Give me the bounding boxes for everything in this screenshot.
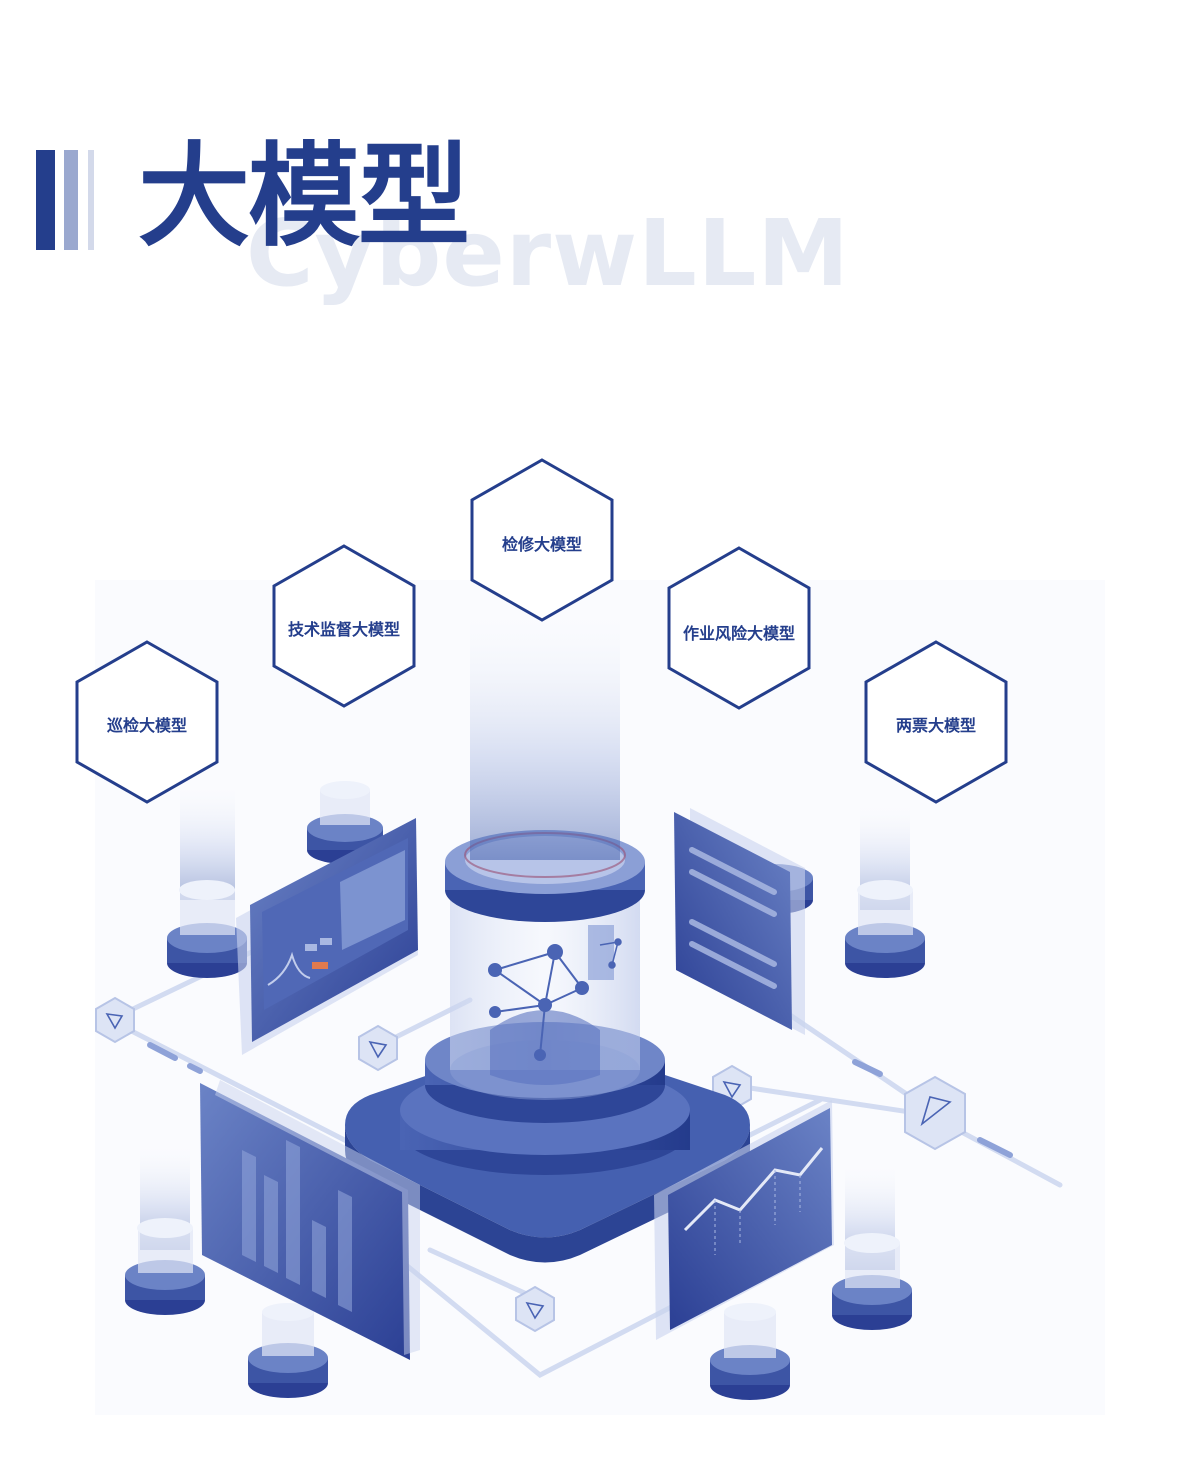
dashboard-panel <box>236 818 418 1055</box>
hexagon-label-maintenance: 检修大模型 <box>501 535 582 554</box>
model-hexagons <box>75 458 1008 804</box>
hexagon-label-tech-supervision: 技术监督大模型 <box>287 620 400 639</box>
bar-chart-panel <box>200 1080 420 1360</box>
hexagon-two-tickets <box>864 640 1008 804</box>
title-accent-bar-mid <box>64 150 78 250</box>
line-chart-panel <box>654 1100 834 1340</box>
page-title: 大模型 <box>138 132 470 262</box>
hexagon-label-inspection: 巡检大模型 <box>106 716 187 735</box>
pedestal <box>248 1303 328 1398</box>
pedestal <box>710 1303 790 1400</box>
pedestal <box>167 880 247 978</box>
pedestal <box>832 1233 912 1330</box>
hexagon-tech-supervision <box>272 544 416 708</box>
page-header: CyberwLLM 大模型 <box>0 0 1204 360</box>
hexagon-label-two-tickets: 两票大模型 <box>895 716 976 735</box>
title-watermark: CyberwLLM <box>246 200 850 307</box>
network-node <box>358 1024 398 1072</box>
network-node <box>515 1285 555 1333</box>
node-glyphs <box>105 1012 952 1320</box>
document-panel <box>674 808 805 1035</box>
hexagon-label-work-risk: 作业风险大模型 <box>682 624 795 643</box>
title-accent-bar-light <box>88 150 94 250</box>
central-core <box>445 600 645 1100</box>
network-node <box>95 996 135 1044</box>
pedestal <box>125 1218 205 1315</box>
hexagon-maintenance <box>470 458 614 622</box>
circuit-dashes <box>147 1042 1013 1158</box>
hexagon-work-risk <box>667 546 811 710</box>
hexagon-inspection <box>75 640 219 804</box>
pedestal <box>845 880 925 978</box>
title-accent-bar-dark <box>36 150 55 250</box>
